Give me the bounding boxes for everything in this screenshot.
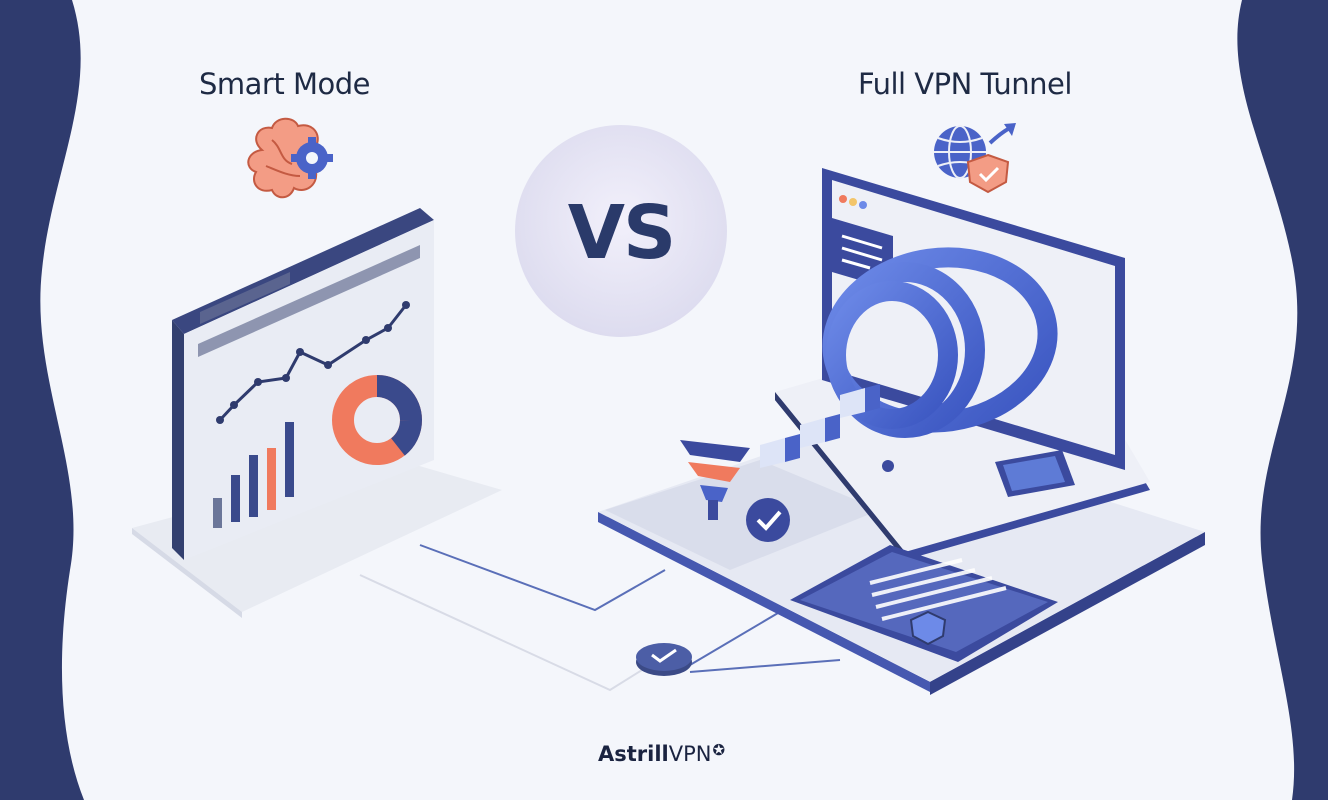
filter-funnel [680, 440, 750, 520]
left-wave [0, 0, 84, 800]
full-vpn-tunnel-title: Full VPN Tunnel [858, 67, 1072, 101]
right-wave [1237, 0, 1328, 800]
tunnel-rings [822, 247, 1058, 438]
brand-name-regular: VPN [668, 742, 712, 766]
dashboard-illustration [132, 208, 502, 618]
brand-name-bold: Astrill [598, 742, 669, 766]
smart-mode-title: Smart Mode [199, 67, 370, 101]
astrillvpn-logo: AstrillVPN✪ [598, 741, 725, 766]
globe-shield-icon-art [934, 123, 1016, 194]
vs-label: VS [567, 190, 677, 276]
vpn-platform-illustration [598, 168, 1205, 695]
data-packets [760, 384, 880, 468]
connector-node [636, 643, 692, 676]
check-badge [746, 498, 790, 542]
vs-circle [515, 125, 727, 337]
brain-gear-icon-art [247, 117, 333, 199]
brand-star-icon: ✪ [712, 741, 726, 759]
